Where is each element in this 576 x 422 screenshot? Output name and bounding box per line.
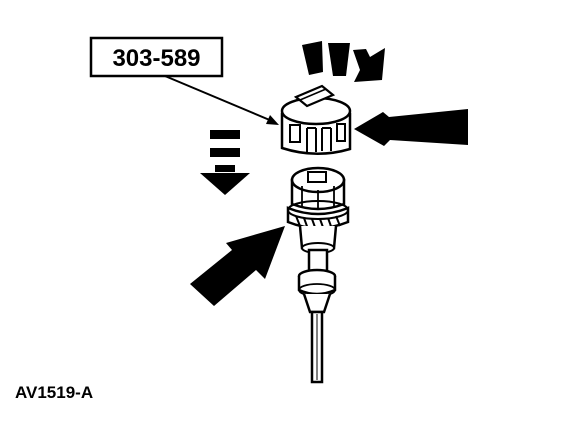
figure-id: AV1519-A [15, 383, 93, 402]
rotate-arrows-icon [302, 41, 385, 82]
leader-arrow [164, 75, 279, 125]
sensor-assembly [286, 166, 350, 384]
tool-number-text: 303-589 [112, 45, 200, 72]
arrow-up-right-icon [190, 226, 285, 306]
arrow-left-icon [354, 109, 468, 146]
tool-number-box [89, 36, 224, 78]
arrow-down-icon [200, 130, 250, 195]
special-tool-303-589 [280, 84, 352, 155]
tool-number-label: 303-589 [89, 36, 224, 78]
